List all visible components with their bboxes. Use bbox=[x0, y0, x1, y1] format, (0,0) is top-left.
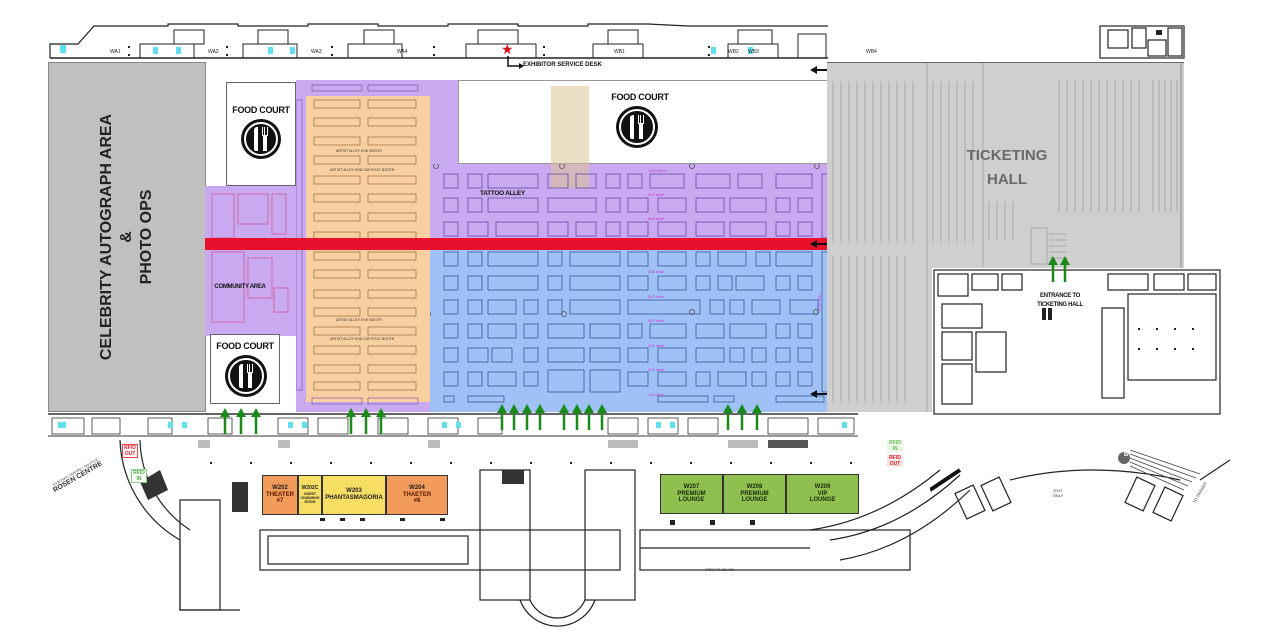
food-court-bottom-left[interactable]: FOOD COURT bbox=[210, 334, 280, 404]
arrow-up-icon bbox=[559, 404, 569, 430]
community-area-label: COMMUNITY AREA bbox=[214, 284, 266, 290]
artist-alley-label-2: ARTIST ALLEY END CAP 8'X12' BOOTH bbox=[330, 168, 395, 172]
food-court-label: FOOD COURT bbox=[216, 341, 274, 351]
bottom-corridor-walls bbox=[48, 413, 858, 448]
lower-lobby-walls bbox=[119, 439, 971, 627]
room-label-wa4: WA4 bbox=[397, 49, 408, 55]
entrance-ticketing-building: ENTRANCE TO TICKETING HALL bbox=[932, 256, 1222, 418]
aisle-label-100: 100 aisle bbox=[648, 392, 665, 397]
aisle-label-1000: 1000 aisle bbox=[648, 168, 667, 173]
ticketing-hall-label: TICKETING HALL bbox=[966, 147, 1048, 188]
artist-alley-booths bbox=[296, 84, 419, 405]
room-w204-theater[interactable]: W204 THAETER #8 bbox=[386, 475, 448, 515]
food-court-label: FOOD COURT bbox=[611, 92, 669, 102]
star-icon: ★ bbox=[501, 41, 514, 57]
aisle-label-200: 200 aisle bbox=[648, 367, 665, 372]
arrow-up-icon bbox=[509, 404, 519, 430]
exit-area-walls bbox=[930, 450, 1231, 522]
exit-only-label: EXIT ONLY bbox=[1052, 488, 1064, 498]
room-label-wa2: WA2 bbox=[208, 49, 219, 55]
arrow-up-icon bbox=[497, 404, 507, 430]
artist-alley-label-3: ARTIST ALLEY 8'X8' BOOTH bbox=[336, 318, 382, 322]
arrow-up-icon bbox=[752, 404, 762, 430]
room-label-wb2: WB2 bbox=[728, 49, 739, 55]
community-area[interactable]: COMMUNITY AREA bbox=[208, 188, 298, 334]
arrow-up-icon bbox=[1060, 256, 1070, 282]
fork-knife-icon bbox=[241, 119, 281, 159]
queue-lines bbox=[827, 62, 1184, 412]
arrow-up-icon bbox=[361, 408, 371, 434]
aisle-label-300: 300 aisle bbox=[648, 343, 665, 348]
purple-zone-upper-right bbox=[430, 80, 458, 164]
room-label-wb3: WB3 bbox=[748, 49, 759, 55]
b-marker-icon: B bbox=[1123, 452, 1129, 458]
aisle-label-400: 400 aisle bbox=[648, 318, 665, 323]
arrow-up-icon bbox=[522, 404, 532, 430]
rfid-in-left: RFID IN bbox=[131, 469, 147, 483]
aisle-label-600: 600 aisle bbox=[648, 269, 665, 274]
top-corridor-walls bbox=[49, 23, 828, 59]
community-area-outlines bbox=[211, 193, 289, 323]
fork-knife-icon bbox=[616, 106, 658, 148]
artist-alley-label-4: ARTIST ALLEY END CAP 8'X12' BOOTH bbox=[330, 337, 395, 341]
aisle-label-900: 900 aisle bbox=[648, 192, 665, 197]
room-label-wb4: WB4 bbox=[866, 49, 877, 55]
rfid-out-right: RFID OUT bbox=[887, 455, 903, 467]
room-w202c-guest-changing[interactable]: W202C GUEST CHANGING ROOM bbox=[298, 475, 322, 515]
fork-knife-icon bbox=[225, 355, 267, 397]
rfid-in-right: RFID IN bbox=[887, 440, 903, 452]
arrow-up-icon bbox=[597, 404, 607, 430]
arrow-up-icon bbox=[251, 408, 261, 434]
room-w207-premium-lounge[interactable]: W207 PREMIUM LOUNGE bbox=[660, 474, 723, 514]
entrance-ticketing-label: ENTRANCE TO TICKETING HALL bbox=[1037, 293, 1083, 308]
arrow-up-icon bbox=[535, 404, 545, 430]
food-court-top-center[interactable]: FOOD COURT bbox=[600, 86, 680, 156]
room-w203-phantasmagoria[interactable]: W203 PHANTASMAGORIA bbox=[322, 475, 386, 515]
celebrity-autograph-area[interactable]: CELEBRITY AUTOGRAPH AREA & PHOTO OPS bbox=[48, 62, 206, 412]
aisle-label-1100: 1100 aisle bbox=[816, 293, 822, 312]
room-w208-premium-lounge[interactable]: W208 PREMIUM LOUNGE bbox=[723, 474, 786, 514]
room-label-wa3: WA3 bbox=[311, 49, 322, 55]
arrow-up-icon bbox=[584, 404, 594, 430]
arrow-up-icon bbox=[346, 408, 356, 434]
food-court-top-left[interactable]: FOOD COURT bbox=[226, 82, 296, 186]
tattoo-alley-label: TATTOO ALLEY bbox=[480, 190, 525, 197]
purple-zone-left bbox=[205, 186, 300, 336]
room-label-wa1: WA1 bbox=[110, 49, 121, 55]
room-w209-vip-lounge[interactable]: W209 VIP LOUNGE bbox=[786, 474, 859, 514]
arrow-up-icon bbox=[376, 408, 386, 434]
arrow-up-icon bbox=[1048, 256, 1058, 282]
rfid-out-left: RFID OUT bbox=[122, 444, 138, 458]
aisle-label-800: 800 aisle bbox=[648, 216, 665, 221]
top-corridor: WA1 WA2 WA3 WA4 WB1 WB2 WB3 WB4 bbox=[48, 18, 877, 60]
celebrity-area-label: CELEBRITY AUTOGRAPH AREA & PHOTO OPS bbox=[98, 113, 155, 361]
room-label-wb1: WB1 bbox=[614, 49, 625, 55]
food-court-label: FOOD COURT bbox=[232, 105, 290, 115]
arrow-up-icon bbox=[236, 408, 246, 434]
red-walkway bbox=[205, 238, 827, 250]
aisle-label-500: 500 aisle bbox=[648, 294, 665, 299]
building-walls bbox=[933, 269, 1221, 415]
blue-zone-exhibit-hall[interactable] bbox=[430, 250, 828, 412]
arrow-up-icon bbox=[723, 404, 733, 430]
exhibitor-service-desk-marker[interactable]: ★ EXHIBITOR SERVICE DESK bbox=[501, 41, 641, 74]
artist-alley-label-1: ARTIST ALLEY 8'X8' BOOTH bbox=[336, 149, 382, 153]
right-white-area bbox=[1184, 62, 1264, 272]
exhibit-hall-booths bbox=[430, 164, 829, 403]
room-w202-theater[interactable]: W202 THEATER #7 bbox=[262, 475, 298, 515]
arrow-up-icon bbox=[737, 404, 747, 430]
exhibitor-service-desk-label: EXHIBITOR SERVICE DESK bbox=[523, 62, 602, 68]
arrow-up-icon bbox=[220, 408, 230, 434]
arrow-up-icon bbox=[572, 404, 582, 430]
open-to-below-label: OPEN TO BELOW bbox=[705, 568, 735, 572]
top-right-building bbox=[1099, 25, 1185, 59]
arrow-right-icon bbox=[507, 56, 524, 69]
beige-strip bbox=[551, 86, 589, 188]
